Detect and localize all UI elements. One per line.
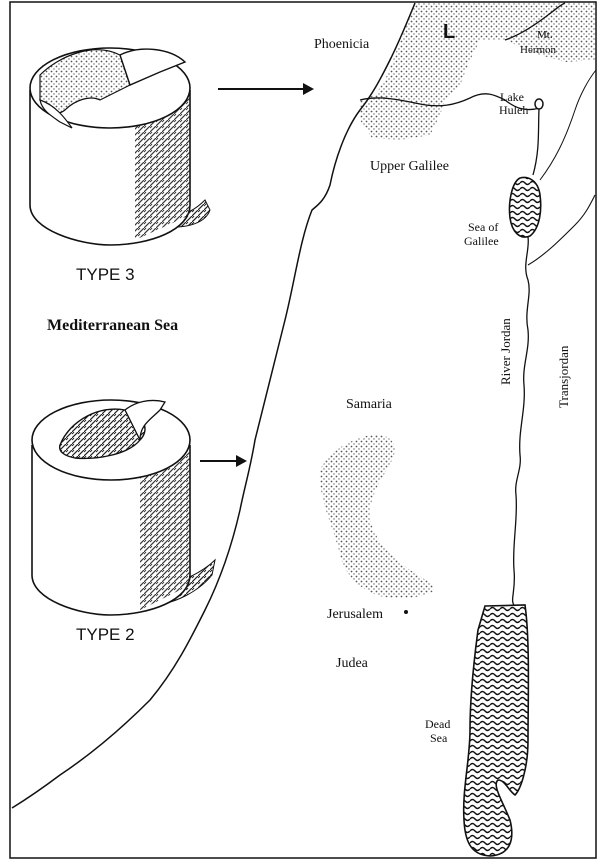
label-galilee: Galilee xyxy=(464,234,499,248)
label-transjordan: Transjordan xyxy=(556,345,571,408)
yarmuk-line xyxy=(539,69,597,181)
label-lake: Lake xyxy=(500,90,524,104)
jerusalem-dot xyxy=(404,610,408,614)
label-phoenicia: Phoenicia xyxy=(314,37,370,52)
qumran-area xyxy=(319,434,434,599)
label-upper-galilee: Upper Galilee xyxy=(370,159,449,174)
sea-of-galilee xyxy=(508,176,542,238)
lebanon-border-line xyxy=(359,93,541,111)
label-sea: Sea xyxy=(430,731,448,745)
label-river-jordan: River Jordan xyxy=(498,318,513,385)
label-type2: TYPE 2 xyxy=(76,625,135,644)
label-sea-of: Sea of xyxy=(468,220,498,234)
river-jordan xyxy=(511,236,530,606)
lake-huleh xyxy=(534,98,544,110)
label-huleh: Huleh xyxy=(499,103,528,117)
jordan-upper xyxy=(532,108,540,176)
type2-jar xyxy=(31,399,216,616)
label-hermon: Hermon xyxy=(520,44,557,56)
map-border xyxy=(9,1,597,859)
mt-hermon-ridge xyxy=(504,2,566,41)
arrow-type2 xyxy=(200,455,247,467)
label-judea: Judea xyxy=(336,656,369,671)
label-jerusalem: Jerusalem xyxy=(327,607,383,622)
label-mt: Mt. xyxy=(537,29,553,41)
label-type3: TYPE 3 xyxy=(76,265,135,284)
tributary-line xyxy=(527,194,596,266)
label-dead: Dead xyxy=(425,717,450,731)
label-samaria: Samaria xyxy=(346,397,393,412)
lebanon-region xyxy=(360,3,596,140)
label-mediterranean: Mediterranean Sea xyxy=(47,317,178,334)
dead-sea xyxy=(462,604,530,857)
type3-jar xyxy=(29,47,211,246)
label-L: L xyxy=(443,21,455,43)
arrow-type3 xyxy=(218,83,314,95)
coastline xyxy=(11,2,416,809)
